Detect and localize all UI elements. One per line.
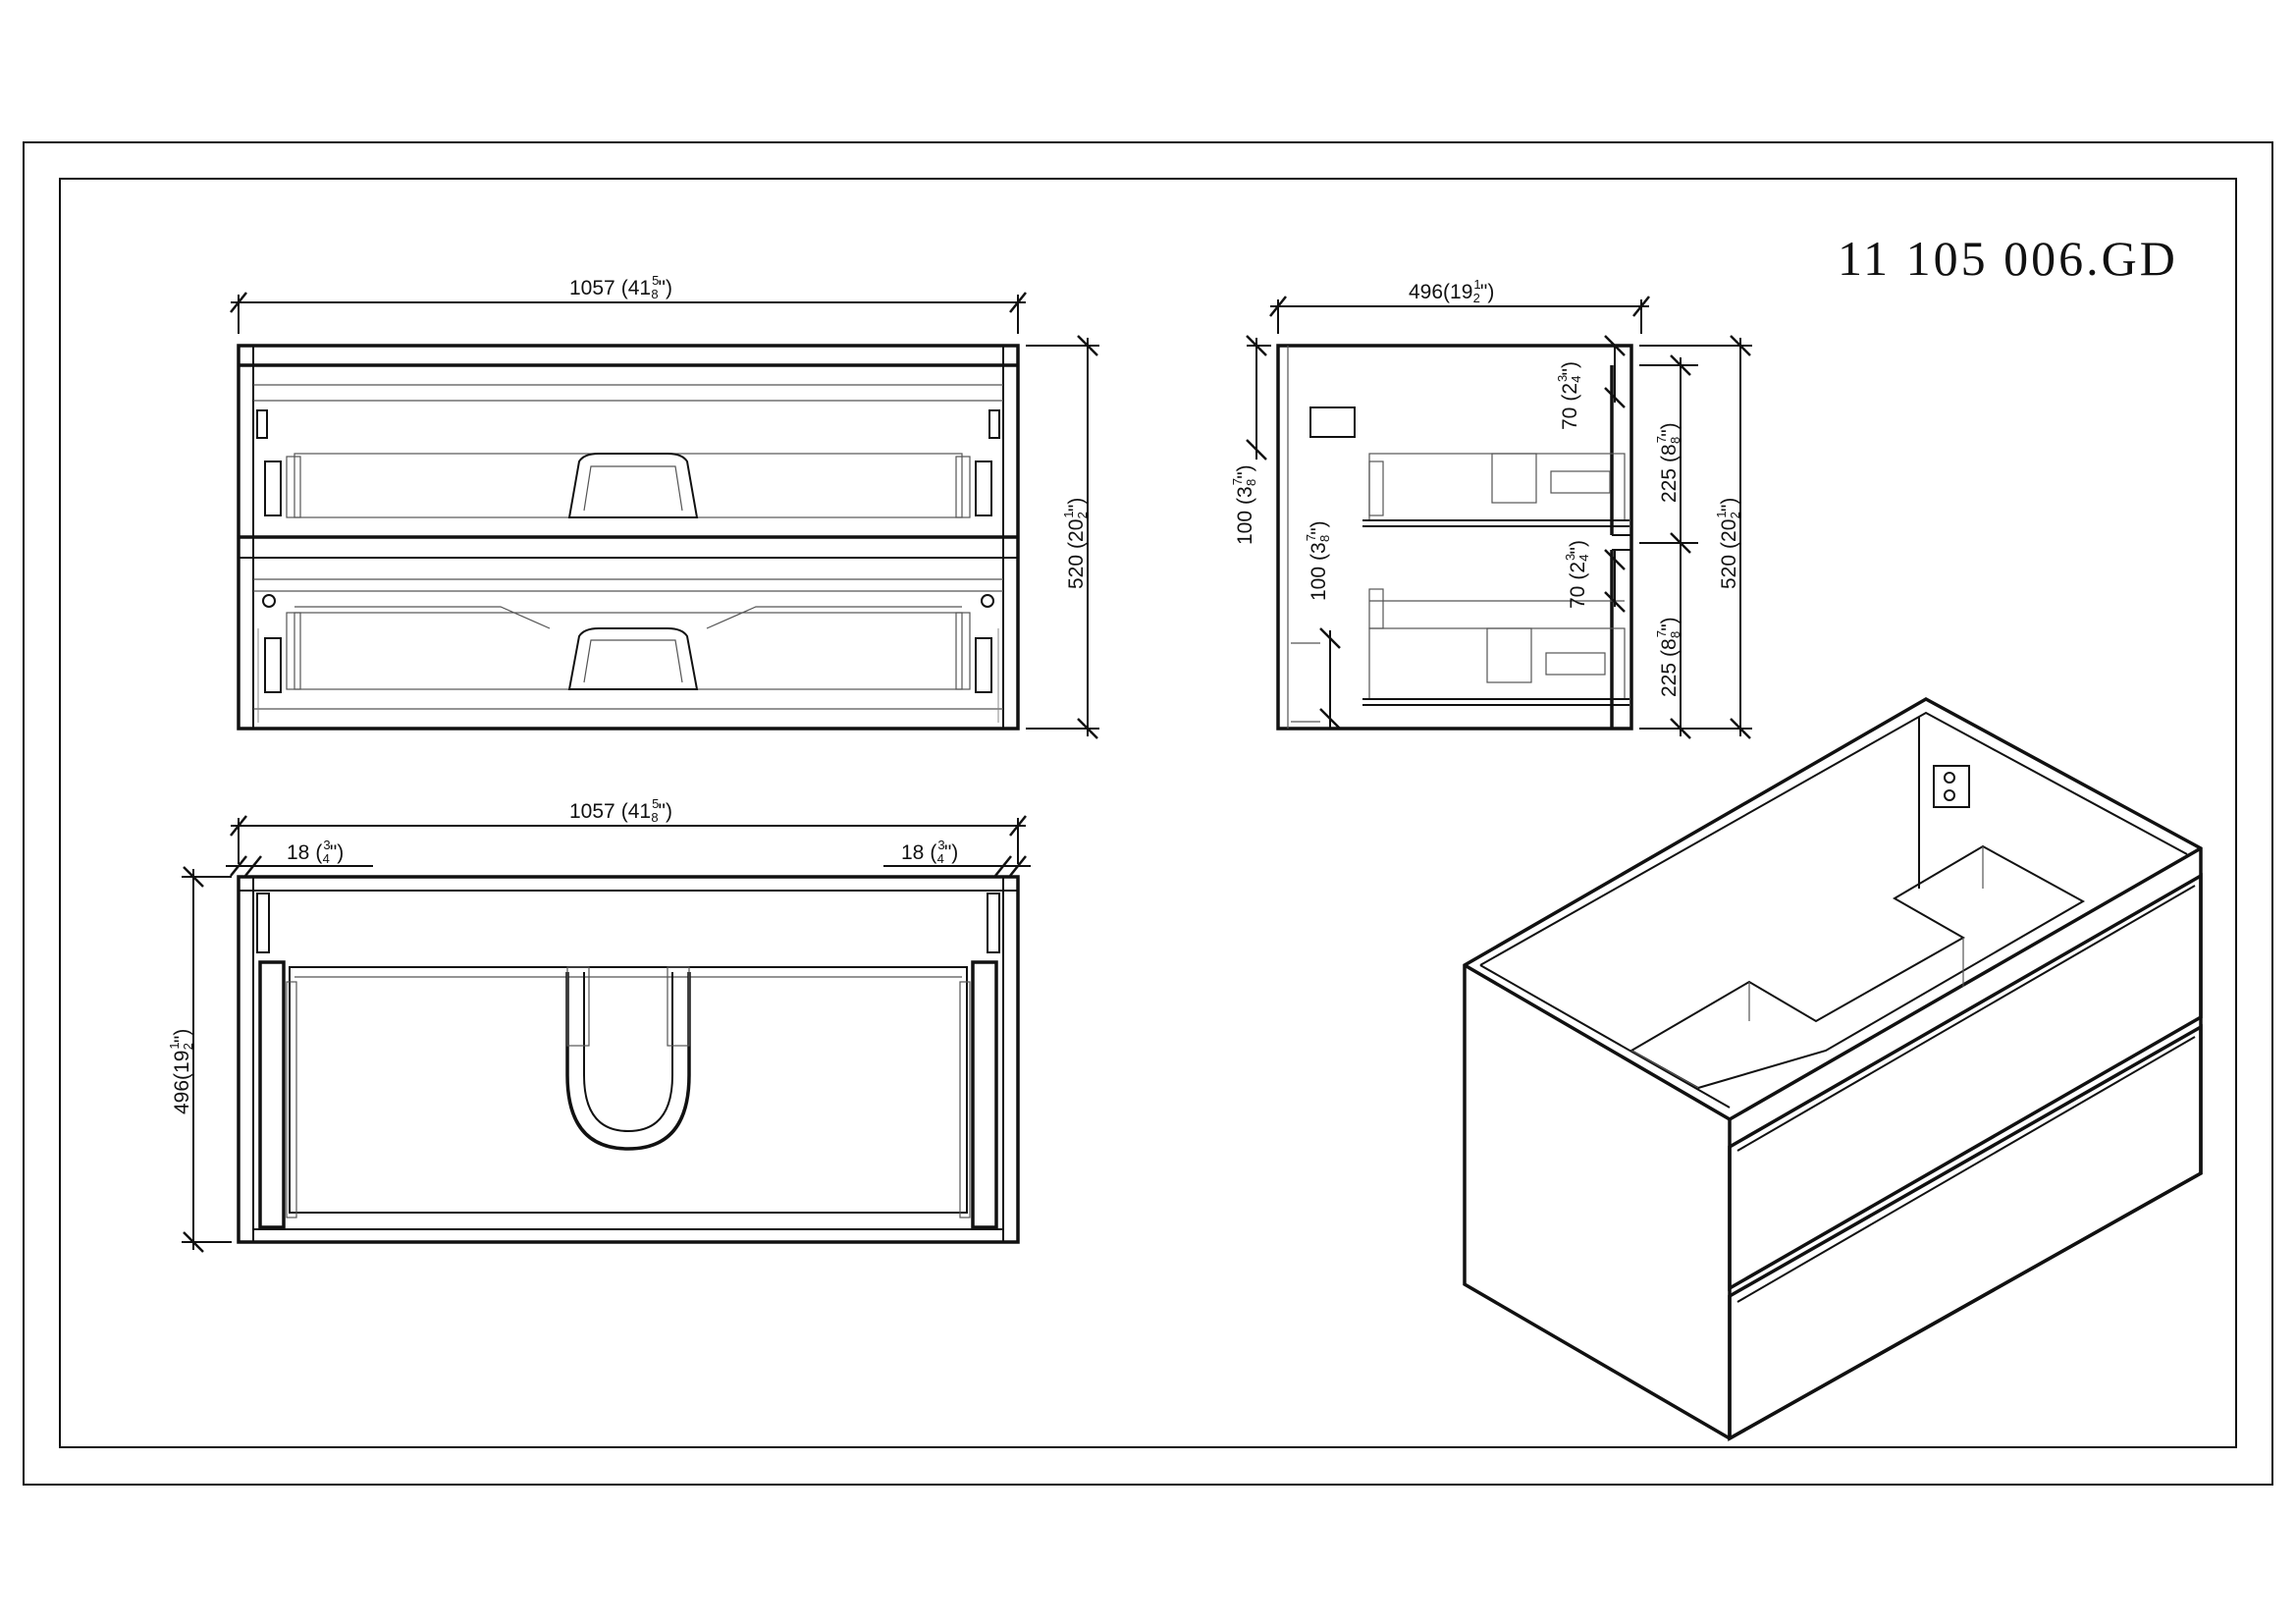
outer-offset-dim: 100(378") [1230, 464, 1258, 545]
inner-border [59, 178, 2237, 1448]
inner-offset-dim: 100(378") [1304, 520, 1332, 601]
side-height-dim: 520(2012") [1714, 498, 1742, 589]
isometric-view [1463, 696, 2203, 1441]
top-gap-dim: 70(234") [1555, 361, 1583, 430]
product-code: 11 105 006.GD [1838, 231, 2178, 286]
upper-drawer-dim: 225(878") [1654, 422, 1682, 503]
lower-drawer-dim: 225(878") [1654, 617, 1682, 697]
front-height-dim: 520(2012") [1061, 498, 1090, 589]
top-view-body [237, 875, 1020, 1244]
outer-border [23, 141, 2273, 1486]
top-depth-dim: 496(1912") [167, 1029, 195, 1114]
mid-gap-dim: 70(234") [1563, 540, 1591, 609]
